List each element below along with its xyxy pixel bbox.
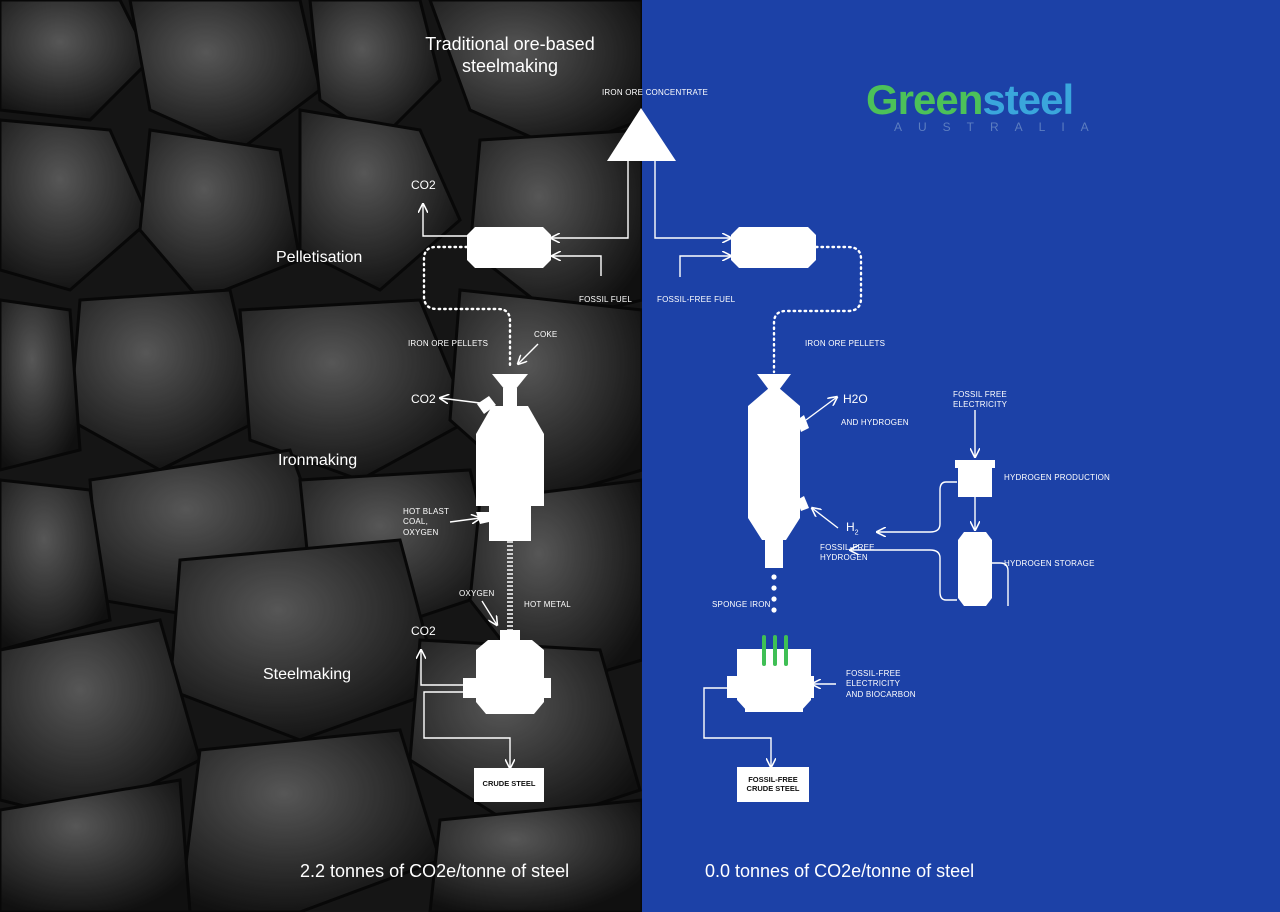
- fossil-free-hydrogen-label: FOSSIL-FREE HYDROGEN: [820, 543, 875, 564]
- blast-furnace: [476, 374, 544, 541]
- arrow-co2-pelletisation: [423, 204, 467, 237]
- pelletiser-left: [467, 227, 551, 268]
- eaf-input-label: FOSSIL-FREE ELECTRICITY AND BIOCARBON: [846, 669, 916, 700]
- left-title: Traditional ore-based steelmaking: [400, 34, 620, 77]
- fossil-free-electricity-line2: ELECTRICITY: [953, 400, 1008, 410]
- pelletiser-right: [731, 227, 816, 268]
- hydrogen-production-unit: [955, 460, 995, 497]
- fossil-free-electricity-line1: FOSSIL FREE: [953, 390, 1007, 399]
- co2-steelmaking-label: CO2: [411, 624, 436, 638]
- h2-main: H: [846, 520, 855, 534]
- hydrogen-production-label: HYDROGEN PRODUCTION: [1004, 473, 1111, 482]
- fossil-free-electricity-label: FOSSIL FREE ELECTRICITY: [953, 390, 1007, 411]
- converter-left: [463, 630, 551, 714]
- arrow-coke: [518, 343, 539, 364]
- hot-blast-line1: HOT BLAST: [403, 507, 450, 516]
- ore-pile-triangle: [607, 108, 676, 161]
- left-title-line2: steelmaking: [461, 55, 559, 76]
- h2-subscript: 2: [854, 529, 859, 537]
- and-hydrogen-label: AND HYDROGEN: [841, 418, 909, 427]
- electric-arc-furnace: [727, 649, 814, 712]
- iron-ore-pellets-right-label: IRON ORE PELLETS: [805, 339, 886, 348]
- eaf-input-line1: FOSSIL-FREE: [846, 669, 901, 678]
- h2o-label: H2O: [843, 392, 868, 406]
- fossil-free-crude-steel-line2: CRUDE STEEL: [746, 784, 800, 794]
- right-emissions: 0.0 tonnes of CO2e/tonne of steel: [705, 861, 975, 881]
- co2-ironmaking-label: CO2: [411, 392, 436, 406]
- oxygen-label: OXYGEN: [459, 589, 495, 598]
- arrow-hydrogen-to-furnace: [877, 481, 957, 532]
- iron-ore-pellets-left-label: IRON ORE PELLETS: [408, 339, 489, 348]
- arrow-to-fossil-free-steel: [703, 687, 771, 767]
- arrow-oxygen: [481, 600, 497, 625]
- co2-pelletisation-label: CO2: [411, 178, 436, 192]
- sponge-iron-label: SPONGE IRON: [712, 600, 771, 609]
- stage-steelmaking: Steelmaking: [263, 666, 352, 683]
- arrow-ore-to-right-pelletiser: [654, 161, 731, 238]
- logo-steel-word: steel: [982, 76, 1074, 123]
- logo-green-word: Green: [866, 76, 983, 123]
- eaf-input-line3: AND BIOCARBON: [846, 689, 916, 699]
- dotted-pellets-right: [772, 245, 863, 374]
- logo-subtitle: AUSTRALIA: [894, 120, 1105, 134]
- arrow-to-crude-steel: [423, 691, 510, 768]
- fossil-free-crude-steel-box: [737, 767, 809, 802]
- arrow-fossil-fuel: [552, 256, 602, 276]
- sponge-iron-dots: [771, 574, 777, 613]
- left-title-line1: Traditional ore-based: [425, 34, 595, 54]
- stage-pelletisation: Pelletisation: [276, 249, 363, 266]
- left-emissions: 2.2 tonnes of CO2e/tonne of steel: [300, 861, 570, 881]
- hot-blast-line3: OXYGEN: [403, 527, 439, 537]
- arrow-storage-return: [992, 562, 1009, 606]
- fossil-fuel-label: FOSSIL FUEL: [579, 295, 633, 304]
- eaf-input-line2: ELECTRICITY: [846, 679, 901, 689]
- arrow-storage-to-h2: [850, 550, 957, 601]
- arrow-fossil-free-fuel: [679, 256, 731, 277]
- iron-ore-concentrate-label: IRON ORE CONCENTRATE: [602, 88, 709, 97]
- fossil-free-crude-steel-line1: FOSSIL-FREE: [748, 775, 798, 784]
- electrodes-green: [762, 635, 788, 666]
- crude-steel-label: CRUDE STEEL: [482, 779, 536, 788]
- arrow-hot-blast: [449, 518, 480, 522]
- hydrogen-storage-tank: [958, 532, 992, 606]
- fossil-free-hydrogen-line2: HYDROGEN: [820, 553, 868, 563]
- hot-blast-line2: COAL,: [403, 517, 429, 527]
- h2-label: H2: [846, 520, 859, 538]
- crude-steel-box: [474, 768, 544, 802]
- dotted-pellets-left: [422, 245, 512, 370]
- arrow-co2-steelmaking: [421, 650, 463, 686]
- arrow-ore-to-left-pelletiser: [551, 161, 629, 238]
- arrow-h2-to-furnace: [812, 508, 839, 529]
- fossil-free-fuel-label: FOSSIL-FREE FUEL: [657, 295, 736, 304]
- arrow-h2o: [805, 397, 837, 421]
- shaft-furnace: [748, 374, 809, 568]
- greensteel-logo: Greensteel AUSTRALIA: [866, 76, 1110, 136]
- stage-ironmaking: Ironmaking: [278, 452, 358, 469]
- fossil-free-hydrogen-line1: FOSSIL-FREE: [820, 543, 875, 552]
- coke-label: COKE: [534, 330, 558, 339]
- hydrogen-storage-label: HYDROGEN STORAGE: [1004, 559, 1095, 568]
- fossil-free-crude-steel-label: FOSSIL-FREE CRUDE STEEL: [737, 775, 809, 794]
- hot-metal-label: HOT METAL: [524, 600, 571, 609]
- hot-blast-label: HOT BLAST COAL, OXYGEN: [403, 507, 449, 538]
